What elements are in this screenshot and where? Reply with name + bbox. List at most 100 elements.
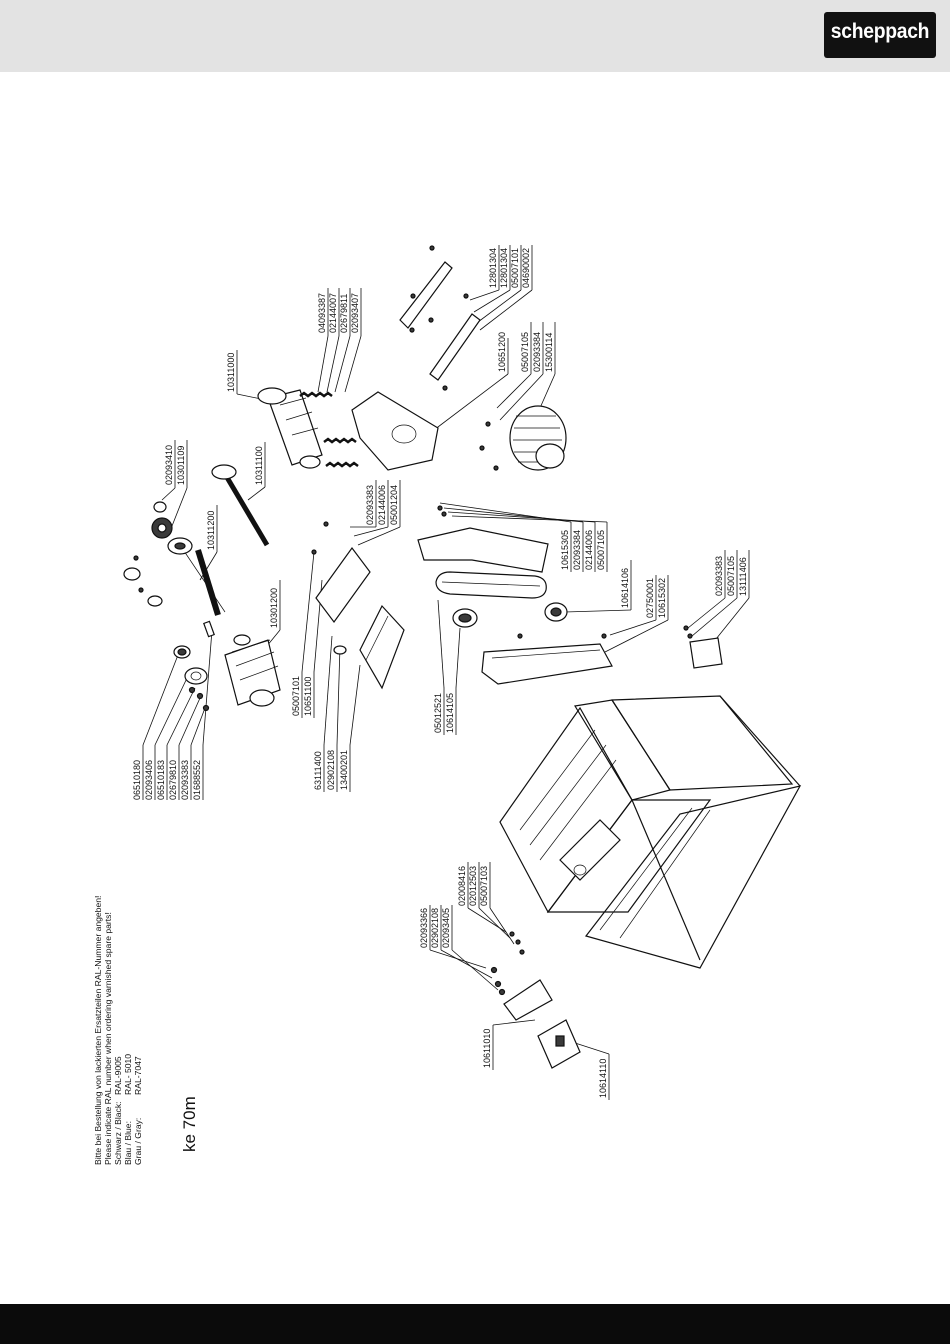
part-number: 10614110: [598, 1059, 608, 1098]
part-number: 10611010: [482, 1029, 492, 1068]
leader-lines: [142, 245, 750, 1100]
switch-box-10614110: [503, 979, 581, 1069]
part-number: 02012503: [468, 866, 478, 906]
part-number: 06510183: [156, 760, 166, 800]
part-number: 02093383: [714, 556, 724, 596]
callout-group-16: 02750001 10615302: [645, 578, 667, 618]
mounting-brackets: [399, 245, 481, 391]
callout-group-4: 02093410 10301109: [164, 445, 186, 485]
callout-group-22: 10614110: [598, 1059, 608, 1098]
part-number: 10301200: [269, 588, 279, 628]
part-number: 02144007: [328, 293, 338, 333]
belt-cover-10615302: [481, 643, 613, 685]
part-number: 05007105: [520, 332, 530, 372]
ral-gray-value: RAL-7047: [133, 1056, 143, 1095]
part-number: 05001204: [389, 485, 399, 525]
ral-gray-label: Grau / Gray:: [133, 1118, 143, 1165]
part-number: 02902108: [430, 908, 440, 948]
part-number: 12801304: [499, 248, 509, 288]
part-number: 02750001: [645, 578, 655, 618]
part-number: 02093410: [164, 445, 174, 485]
motor-mount-10651200: [351, 391, 439, 471]
callout-group-18: 05012521 10614105: [433, 693, 455, 733]
part-number: 01688552: [192, 760, 202, 800]
ral-black-value: RAL-9005: [113, 1056, 123, 1095]
callout-group-1: 06510180 02093406 06510183 02679810 0209…: [132, 760, 202, 800]
brand-logo-text: scheppach: [830, 20, 930, 43]
part-number: 10615305: [560, 530, 570, 570]
part-number: 06510180: [132, 760, 142, 800]
brand-logo: scheppach: [824, 12, 936, 58]
part-number: 05007105: [726, 556, 736, 596]
ral-note-line-1: Bitte bei Bestellung von lackierten Ersa…: [93, 896, 103, 1165]
ral-blue-label: Blau / Blue:: [123, 1121, 133, 1165]
long-shaft-10311100: [211, 464, 270, 547]
callout-group-10: 02093383 02144006 05001204: [365, 485, 399, 525]
roller-housing: [224, 634, 281, 707]
callout-group-20: 02093366 02902108 02093405: [419, 908, 451, 948]
part-number: 10311000: [226, 353, 236, 392]
part-number: 10311200: [206, 511, 216, 550]
belt-guard-10615305: [417, 505, 549, 573]
part-number: 05007103: [479, 866, 489, 906]
part-number: 02093407: [350, 293, 360, 333]
callout-group-13: 05007105 02093384 15300114: [520, 332, 554, 372]
ral-notes: Bitte bei Bestellung von lackierten Ersa…: [93, 896, 143, 1165]
ral-blue-value: RAL- 5010: [123, 1054, 133, 1095]
part-number: 12801304: [488, 248, 498, 288]
part-number: 05007101: [510, 248, 520, 288]
part-number: 05007101: [291, 676, 301, 716]
part-number: 10301109: [176, 446, 186, 485]
bracket-13111406: [683, 625, 723, 669]
part-number: 05012521: [433, 693, 443, 733]
part-number: 10311100: [254, 446, 264, 485]
shaft-assembly: [123, 537, 226, 616]
callout-group-14: 10615305 02093384 02144006 05007105: [560, 530, 606, 570]
part-number: 05007105: [596, 530, 606, 570]
callout-group-17: 02093383 05007105 13111406: [714, 556, 748, 596]
pulley-10301109: [151, 501, 173, 539]
part-number: 02679810: [168, 760, 178, 800]
part-number: 10651100: [303, 677, 313, 716]
ral-note-line-2: Please indicate RAL number when ordering…: [103, 912, 113, 1165]
bearing-set-left: [173, 620, 215, 712]
ral-black-label: Schwarz / Black:: [113, 1101, 123, 1165]
part-number: 02093383: [365, 485, 375, 525]
part-number: 13400201: [339, 750, 349, 790]
callout-group-9: 63111400 02902108 13400201: [313, 750, 349, 790]
callout-group-11: 10651200: [497, 332, 507, 372]
v-belt-05012521: [435, 571, 547, 599]
part-number: 04093387: [317, 293, 327, 333]
electric-motor-15300114: [479, 405, 567, 471]
pulleys: [452, 602, 568, 628]
callout-group-12: 12801304 12801304 05007101 04690002: [488, 248, 531, 288]
callout-group-6: 10311000: [226, 353, 236, 392]
footer-bar: [0, 1304, 950, 1344]
part-number: 02679811: [339, 294, 349, 333]
part-number: 15300114: [544, 333, 554, 372]
small-fasteners: [311, 521, 607, 996]
part-number: 02144006: [584, 530, 594, 570]
machine-stand-frame: [499, 695, 802, 969]
part-number: 10614105: [445, 693, 455, 733]
callout-group-8: 05007101 10651100: [291, 676, 313, 716]
part-number: 02902108: [326, 750, 336, 790]
part-number: 04690002: [521, 248, 531, 288]
part-number: 10614106: [620, 568, 630, 608]
model-label: ke 70m: [180, 1096, 199, 1152]
part-number: 02093366: [419, 908, 429, 948]
part-number: 02093384: [572, 530, 582, 570]
part-number: 13111406: [738, 557, 748, 596]
part-number: 02093405: [441, 908, 451, 948]
callout-group-15: 10614106: [620, 568, 630, 608]
plates: [315, 546, 405, 690]
part-number: 02093406: [144, 760, 154, 800]
callout-group-5: 10311100: [254, 446, 264, 485]
callout-group-2: 10301200: [269, 588, 279, 628]
part-number: 10615302: [657, 578, 667, 618]
spring-set: [299, 391, 359, 468]
header-bar: [0, 0, 950, 72]
part-number: 02144006: [377, 485, 387, 525]
roller-10311000: [257, 387, 323, 469]
